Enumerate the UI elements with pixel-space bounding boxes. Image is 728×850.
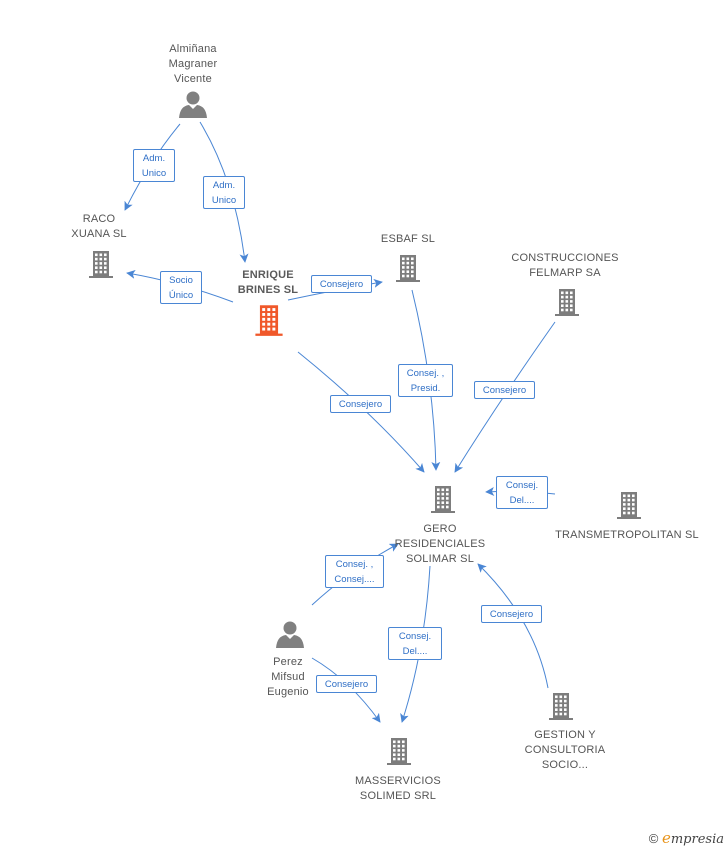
node-label-line: SOLIMAR SL (405, 553, 475, 565)
edge-label-line: Consej.... (334, 574, 375, 585)
node-label-masserv[interactable]: MASSERVICIOS SOLIMED SRL (318, 774, 478, 804)
edge-gestion-to-gero (477, 563, 549, 689)
node-label-line: XUANA SL (71, 228, 127, 240)
node-enrique[interactable] (252, 303, 286, 337)
node-label-esbaf[interactable]: ESBAF SL (328, 232, 488, 247)
edge-label-line: Consej. , (406, 368, 445, 379)
edge-label-line: Adm. (212, 180, 236, 191)
edge-label-line: Consejero (338, 399, 383, 410)
edge-label-line: Unico (211, 195, 237, 206)
edge-label-line: Presid. (410, 383, 441, 394)
node-label-gero[interactable]: GERO RESIDENCIALES SOLIMAR SL (360, 522, 520, 567)
building-icon (396, 255, 420, 282)
edge-label-line: Consej. (398, 631, 432, 642)
node-label-line: CONSTRUCCIONES (511, 252, 619, 264)
edge-label-line: Socio (169, 275, 193, 286)
edge-label-line: Consejero (319, 279, 364, 290)
node-raco[interactable] (86, 249, 116, 279)
edge-label-perez-to-masserv[interactable]: Consejero (316, 675, 377, 693)
node-label-line: Magraner (168, 58, 218, 70)
node-almi[interactable] (178, 89, 208, 119)
node-transmet[interactable] (614, 490, 644, 520)
edge-label-line: Consejero (489, 609, 534, 620)
person-icon (276, 621, 304, 648)
edge-label-line: Del.... (402, 646, 428, 657)
edge-label-line: Unico (141, 168, 167, 179)
node-label-line: MASSERVICIOS (355, 775, 441, 787)
brand-logo-e: e (661, 829, 671, 847)
edge-label-esbaf-to-gero[interactable]: Consej. , Presid. (398, 364, 453, 397)
node-label-raco[interactable]: RACO XUANA SL (19, 212, 179, 242)
node-label-line: ENRIQUE (242, 269, 294, 281)
building-icon (617, 492, 641, 519)
edge-label-gestion-to-gero[interactable]: Consejero (481, 605, 542, 623)
edge-label-perez-to-gero[interactable]: Consej. , Consej.... (325, 555, 384, 588)
node-label-line: SOLIMED SRL (359, 790, 437, 802)
node-label-line: GESTION Y (534, 729, 596, 741)
edge-label-enrique-to-esbaf[interactable]: Consejero (311, 275, 372, 293)
edge-label-almi-to-enrique[interactable]: Adm. Unico (203, 176, 245, 209)
node-label-line: Perez (273, 656, 303, 668)
building-icon (555, 289, 579, 316)
building-icon (255, 305, 283, 336)
node-perez[interactable] (275, 619, 305, 649)
edge-label-line: Único (168, 290, 194, 301)
node-label-line: TRANSMETROPOLITAN SL (555, 529, 699, 541)
edge-label-transmet-to-gero[interactable]: Consej. Del.... (496, 476, 548, 509)
node-label-line: GERO (423, 523, 457, 535)
node-label-line: Mifsud (271, 671, 305, 683)
edge-label-line: Del.... (509, 495, 535, 506)
node-label-enrique[interactable]: ENRIQUE BRINES SL (188, 268, 348, 298)
node-label-line: SOCIO... (541, 759, 589, 771)
edge-label-line: Consejero (324, 679, 369, 690)
copyright-symbol: © (648, 831, 659, 846)
edge-label-line: Consej. , (335, 559, 374, 570)
node-label-line: FELMARP SA (529, 267, 601, 279)
edge-label-enrique-to-gero[interactable]: Consejero (330, 395, 391, 413)
building-icon (549, 693, 573, 720)
person-icon (179, 91, 207, 118)
node-label-gestion[interactable]: GESTION Y CONSULTORIA SOCIO... (485, 728, 645, 773)
edge-label-construcciones-to-gero[interactable]: Consejero (474, 381, 535, 399)
edge-label-line: Adm. (142, 153, 166, 164)
node-label-line: BRINES SL (237, 284, 299, 296)
node-gestion[interactable] (546, 691, 576, 721)
building-icon (431, 486, 455, 513)
edge-label-line: Consejero (482, 385, 527, 396)
edge-label-almi-to-raco[interactable]: Adm. Unico (133, 149, 175, 182)
node-label-line: Eugenio (267, 686, 309, 698)
node-label-line: RESIDENCIALES (394, 538, 486, 550)
node-label-transmet[interactable]: TRANSMETROPOLITAN SL (547, 528, 707, 543)
edge-label-gero-to-masserv[interactable]: Consej. Del.... (388, 627, 442, 660)
node-label-line: Almiñana (169, 43, 217, 55)
building-icon (89, 251, 113, 278)
node-construcciones[interactable] (552, 287, 582, 317)
brand-watermark: © empresia (649, 829, 724, 847)
edge-label-line: Consej. (505, 480, 539, 491)
node-esbaf[interactable] (393, 253, 423, 283)
building-icon (387, 738, 411, 765)
brand-logo-text: mpresia (670, 832, 724, 847)
node-masserv[interactable] (384, 736, 414, 766)
node-label-line: Vicente (174, 73, 212, 85)
node-label-construcciones[interactable]: CONSTRUCCIONES FELMARP SA (485, 251, 645, 281)
node-gero[interactable] (428, 484, 458, 514)
node-label-line: RACO (82, 213, 116, 225)
node-label-line: ESBAF SL (380, 233, 436, 245)
node-label-line: CONSULTORIA (524, 744, 606, 756)
